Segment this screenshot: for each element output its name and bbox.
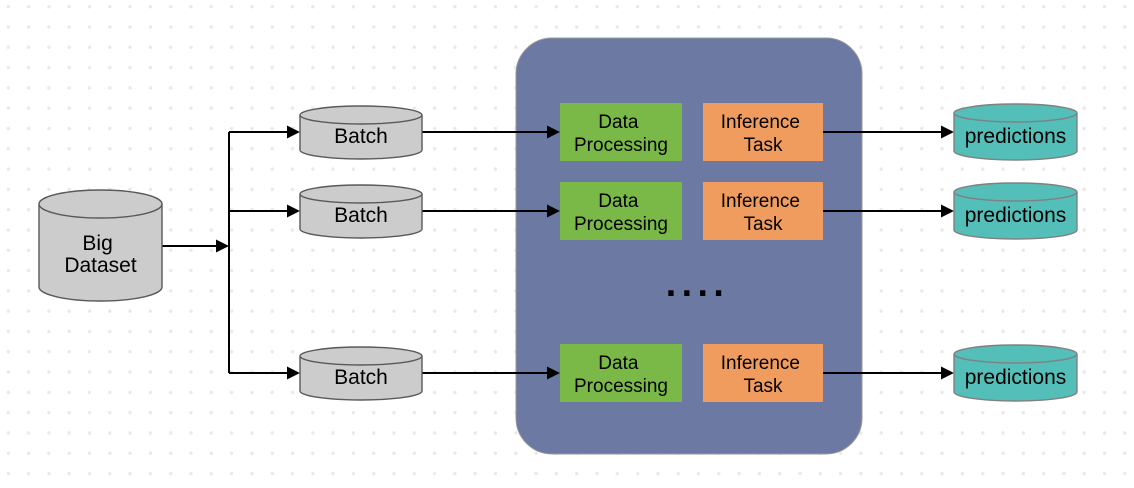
batch-3-label: Batch — [334, 366, 388, 389]
worker-row-3: Data Processing Inference Task — [560, 344, 823, 402]
more-workers-ellipsis: .... — [665, 269, 729, 304]
predictions-3-label: predictions — [965, 366, 1067, 389]
inference-task-box-2 — [703, 182, 823, 240]
batch-2-label: Batch — [334, 204, 388, 227]
batch-1-label: Batch — [334, 125, 388, 148]
inference-task-1-label: Inference Task — [721, 112, 806, 156]
predictions-1-label: predictions — [965, 125, 1067, 148]
big-dataset-label: Big Dataset — [64, 232, 137, 277]
inference-task-3-label: Inference Task — [721, 353, 806, 397]
data-processing-2-label: Data Processing — [574, 191, 668, 235]
data-processing-1-label: Data Processing — [574, 112, 668, 156]
predictions-cylinder-3: predictions — [953, 344, 1078, 402]
data-processing-3-label: Data Processing — [574, 353, 668, 397]
inference-task-box-3 — [703, 344, 823, 402]
connectors — [162, 125, 954, 380]
data-processing-box-3 — [560, 344, 682, 402]
inference-task-box-1 — [703, 103, 823, 161]
worker-row-2: Data Processing Inference Task — [560, 182, 823, 240]
predictions-2-label: predictions — [965, 204, 1067, 227]
predictions-cylinder-2: predictions — [953, 182, 1078, 240]
batch-cylinder-2: Batch — [299, 184, 423, 239]
batch-cylinder-1: Batch — [299, 105, 423, 160]
predictions-cylinder-1: predictions — [953, 103, 1078, 161]
worker-row-1: Data Processing Inference Task — [560, 103, 823, 161]
inference-task-2-label: Inference Task — [721, 191, 806, 235]
data-processing-box-2 — [560, 182, 682, 240]
big-dataset-cylinder: Big Dataset — [38, 189, 163, 302]
data-processing-box-1 — [560, 103, 682, 161]
batch-cylinder-3: Batch — [299, 346, 423, 401]
